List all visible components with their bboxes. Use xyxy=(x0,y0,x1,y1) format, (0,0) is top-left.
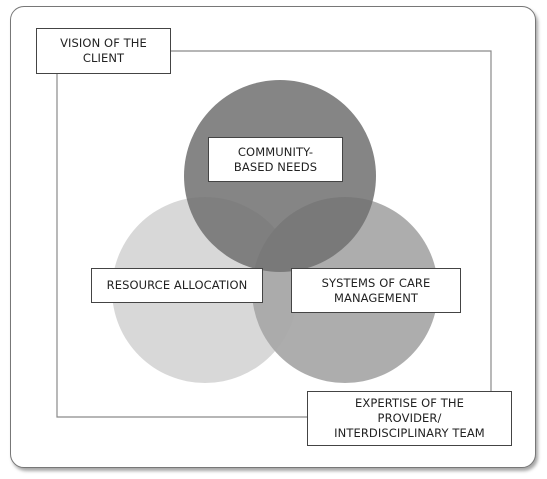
connector-line-left-bottom xyxy=(56,74,307,418)
community-label-line2: BASED NEEDS xyxy=(233,159,318,174)
resource-label: RESOURCE ALLOCATION xyxy=(106,278,248,292)
vision-of-client-box: VISION OF THE CLIENT xyxy=(36,28,171,74)
vision-label-line1: VISION OF THE xyxy=(60,36,147,50)
connector-line-top-right xyxy=(171,50,492,392)
community-based-needs-box: COMMUNITY- BASED NEEDS xyxy=(208,137,343,182)
community-label-line1: COMMUNITY- xyxy=(237,144,314,159)
systems-label-line2: MANAGEMENT xyxy=(333,290,419,305)
expertise-label-line3: INTERDISCIPLINARY TEAM xyxy=(334,426,485,440)
vision-label-line2: CLIENT xyxy=(82,51,125,65)
systems-label-line1: SYSTEMS OF CARE xyxy=(321,275,431,290)
expertise-label-line1: EXPERTISE OF THE xyxy=(354,396,464,410)
resource-allocation-box: RESOURCE ALLOCATION xyxy=(91,268,263,303)
systems-of-care-box: SYSTEMS OF CARE MANAGEMENT xyxy=(291,268,461,313)
expertise-label-line2: PROVIDER/ xyxy=(377,411,442,425)
expertise-of-provider-box: EXPERTISE OF THE PROVIDER/ INTERDISCIPLI… xyxy=(307,391,512,446)
